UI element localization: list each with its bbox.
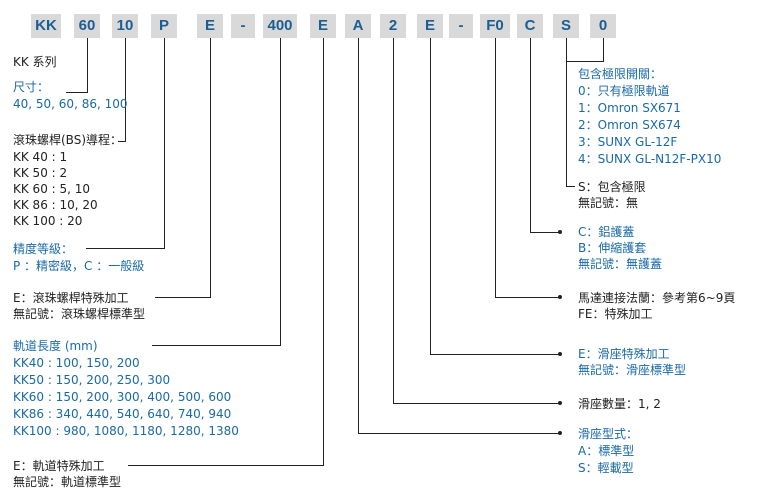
code-lead: 10: [112, 14, 138, 38]
connector-slider-qty-dot: [558, 401, 562, 405]
series-label: KK 系列: [13, 55, 57, 69]
lead-title: 滾珠螺桿(BS)導程：: [13, 133, 123, 147]
code-dash-2: -: [449, 14, 473, 38]
connector-bs-special-v: [210, 38, 211, 297]
code-slider-type: A: [345, 14, 371, 38]
code-limit: S: [553, 14, 579, 38]
code-limit-switch: 0: [590, 14, 616, 38]
connector-limit-switch-drop: [566, 61, 567, 66]
rail-length-title: 軌道長度 (mm): [13, 339, 98, 353]
connector-accuracy-h: [86, 248, 165, 249]
connector-cover-h: [530, 232, 559, 233]
connector-limit-switch-v: [603, 38, 604, 61]
slider-type-title: 滑座型式：: [578, 427, 639, 441]
connector-bs-special-h: [155, 297, 211, 298]
code-motor-flange: F0: [480, 14, 510, 38]
lead-row: KK 40 : 1: [13, 150, 68, 164]
slider-special-line2: 無記號：滑座標準型: [578, 363, 687, 377]
rail-length-row: KK60 : 150, 200, 300, 400, 500, 600: [13, 390, 232, 404]
connector-slider-type-h: [358, 433, 559, 434]
rail-special-line2: 無記號：軌道標準型: [13, 475, 122, 489]
code-dash-1: -: [231, 14, 255, 38]
limit-switch-row: 1：Omron SX671: [578, 101, 681, 115]
slider-type-line2: S：輕載型: [578, 461, 634, 475]
code-slider-special: E: [417, 14, 443, 38]
connector-slider-type-v: [358, 38, 359, 433]
rail-length-row: KK86 : 340, 440, 540, 640, 740, 940: [13, 407, 232, 421]
connector-slider-type-dot: [558, 431, 562, 435]
accuracy-desc: P ：精密級，C ：一般級: [13, 259, 145, 273]
rail-length-row: KK40 : 100, 150, 200: [13, 356, 140, 370]
slider-type-line1: A：標準型: [578, 444, 635, 458]
code-bs-special: E: [197, 14, 223, 38]
limit-line2: 無記號：無: [578, 196, 639, 210]
connector-limit-v: [566, 38, 567, 186]
motor-flange-line1: 馬達連接法蘭：參考第6~9頁: [578, 291, 736, 305]
connector-slider-special-v: [430, 38, 431, 354]
bs-special-line2: 無記號：滾珠螺桿標準型: [13, 307, 146, 321]
size-values: 40, 50, 60, 86, 100: [13, 97, 128, 111]
connector-motor-flange-dot: [558, 295, 562, 299]
lead-row: KK 50 : 2: [13, 166, 68, 180]
limit-switch-title: 包含極限開關：: [578, 67, 663, 81]
connector-rail-length-v: [280, 38, 281, 345]
lead-row: KK 86 : 10, 20: [13, 198, 98, 212]
limit-line1: S：包含極限: [578, 180, 646, 194]
accuracy-title: 精度等級：: [13, 242, 74, 256]
code-size: 60: [74, 14, 100, 38]
rail-length-row: KK50 : 150, 200, 250, 300: [13, 373, 171, 387]
size-title: 尺寸：: [13, 80, 50, 94]
connector-slider-special-dot: [558, 352, 562, 356]
code-kk: KK: [31, 14, 61, 38]
limit-switch-row: 3：SUNX GL-12F: [578, 135, 678, 149]
connector-rail-length-h: [152, 345, 281, 346]
lead-row: KK 60 : 5, 10: [13, 182, 91, 196]
code-rail-special: E: [310, 14, 336, 38]
code-slider-qty: 2: [380, 14, 406, 38]
lead-row: KK 100 : 20: [13, 214, 83, 228]
limit-switch-row: 0：只有極限軌道: [578, 84, 670, 98]
connector-slider-qty-h: [393, 403, 559, 404]
cover-line3: 無記號：無護蓋: [578, 257, 663, 271]
rail-length-row: KK100 : 980, 1080, 1180, 1280, 1380: [13, 424, 239, 438]
limit-switch-row: 4：SUNX GL-N12F-PX10: [578, 152, 722, 166]
connector-rail-special-v: [323, 38, 324, 465]
connector-cover-v: [530, 38, 531, 232]
connector-limit-h: [566, 186, 575, 187]
motor-flange-line2: FE：特殊加工: [578, 307, 653, 321]
connector-motor-flange-h: [495, 297, 559, 298]
code-accuracy: P: [151, 14, 177, 38]
slider-special-line1: E：滑座特殊加工: [578, 347, 670, 361]
connector-limit-switch-h: [566, 61, 604, 62]
bs-special-line1: E：滾珠螺桿特殊加工: [13, 291, 129, 305]
connector-rail-special-h: [128, 465, 324, 466]
connector-lead-h: [118, 141, 126, 142]
connector-slider-special-h: [430, 354, 559, 355]
slider-qty-label: 滑座數量：1, 2: [578, 397, 661, 411]
code-cover: C: [517, 14, 543, 38]
cover-line2: B：伸縮護套: [578, 241, 647, 255]
connector-lead-v: [125, 38, 126, 141]
connector-size-v: [87, 38, 88, 92]
connector-motor-flange-v: [495, 38, 496, 297]
connector-size-h: [66, 92, 88, 93]
cover-line1: C：鋁護蓋: [578, 225, 635, 239]
connector-slider-qty-v: [393, 38, 394, 403]
rail-special-line1: E：軌道特殊加工: [13, 459, 105, 473]
connector-cover-dot: [558, 230, 562, 234]
code-rail-length: 400: [263, 14, 297, 38]
limit-switch-row: 2：Omron SX674: [578, 118, 681, 132]
connector-accuracy-v: [164, 38, 165, 248]
